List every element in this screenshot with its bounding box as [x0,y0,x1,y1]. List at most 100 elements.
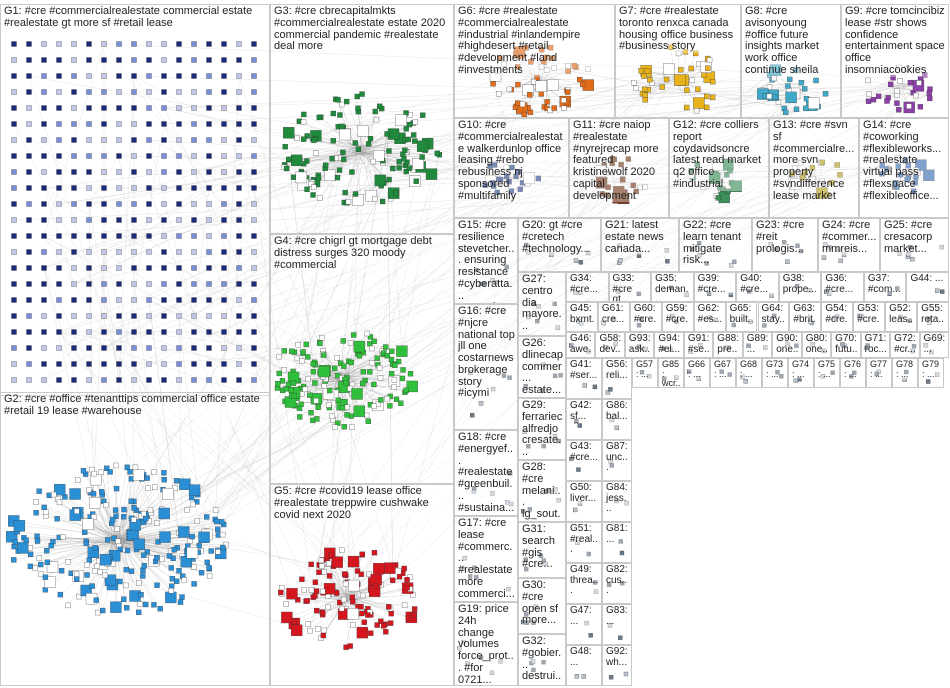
vertex-g2 [90,491,97,497]
group-box-g74[interactable]: G74: ... [788,358,814,388]
group-box-g54[interactable]: G54: #cre... [821,302,854,332]
vertex-g1 [191,41,197,47]
group-box-g8[interactable]: G8: #cre avisonyoung #office future insi… [741,4,841,118]
vertex-g1 [86,105,92,111]
group-box-g50[interactable]: G50: liver... [566,481,602,522]
group-box-g9[interactable]: G9: #cre tomcincibiz lease #str shows co… [841,4,949,118]
group-box-g20[interactable]: G20: gt #cre #cretech #technology... [518,218,601,272]
group-box-g90[interactable]: G90: one... [772,332,802,358]
group-box-g63[interactable]: G63: #brit... [789,302,822,332]
group-box-g6[interactable]: G6: #cre #realestate #commercialrealesta… [454,4,615,118]
group-box-g57[interactable]: G57: ... [632,358,658,388]
vertex-g1 [101,233,107,239]
group-box-g70[interactable]: G70: futu... [831,332,861,358]
group-box-g4[interactable]: G4: #cre chigrl gt mortgage debt distres… [270,234,454,484]
group-box-g87[interactable]: G87: unc... [602,440,632,481]
group-box-g77[interactable]: G77: ... [866,358,892,388]
group-box-g37[interactable]: G37: #com... [863,272,907,302]
group-box-g91[interactable]: G91: #se... [683,332,714,358]
group-box-g15[interactable]: G15: #cre resilience stevetcher... ensur… [454,218,518,304]
group-box-g14[interactable]: G14: #cre #coworking #flexibleworks... #… [859,118,949,218]
group-box-g23[interactable]: G23: #cre #reit prologis... [752,218,818,272]
group-box-g16[interactable]: G16: #cre #njcre national top jll one co… [454,304,518,430]
group-box-g12[interactable]: G12: #cre colliers report coydavidsoncre… [669,118,769,218]
group-box-g7[interactable]: G7: #cre #realestate toronto renxca cana… [615,4,741,118]
group-box-g10[interactable]: G10: #cre #commercialrealestate walkerdu… [454,118,569,218]
group-box-g72[interactable]: G72: #cr... [890,332,920,358]
group-box-g41[interactable]: G41: #ser... [566,358,602,399]
group-box-g68[interactable]: G68: ... [736,358,762,388]
group-box-g25[interactable]: G25: #cre cresacorp market... [880,218,949,272]
group-box-g42[interactable]: G42: sf... [566,399,602,440]
group-box-g75[interactable]: G75: ... [814,358,840,388]
group-box-g58[interactable]: G58: dev... [595,332,625,358]
group-box-g62[interactable]: G62: #es... [693,302,726,332]
group-box-g92[interactable]: G92: wh... [602,645,632,686]
group-box-g21[interactable]: G21: latest estate news canada... [601,218,679,272]
group-box-g86[interactable]: G86: bal... [602,399,632,440]
group-box-g46[interactable]: G46: awe... [566,332,596,358]
group-box-g26[interactable]: G26: dlinecap commer... estate... [518,336,566,398]
group-box-g89[interactable]: G89: ... [742,332,773,358]
group-box-g80[interactable]: G80: one... [801,332,832,358]
group-box-g48[interactable]: G48: ... [566,645,602,686]
group-box-g67[interactable]: G67: ... [710,358,736,388]
group-box-g39[interactable]: G39: #cre... [693,272,737,302]
group-box-g31[interactable]: G31: search #gis #cre... [518,522,566,578]
group-box-g40[interactable]: G40: #cre... [736,272,779,302]
group-box-g44[interactable]: G44: ... [906,272,949,302]
group-box-g53[interactable]: G53: #cre... [853,302,886,332]
group-box-g69[interactable]: G69: ... [919,332,949,358]
group-box-g36[interactable]: G36: #cre... [821,272,864,302]
group-box-g81[interactable]: G81: ... [602,522,632,563]
group-box-g59[interactable]: G59: #cre... [661,302,694,332]
group-box-g88[interactable]: G88: pre... [713,332,743,358]
group-box-g66[interactable]: G66: ... [684,358,710,388]
group-box-g28[interactable]: G28: #cre melani... lg_sout... [518,460,566,522]
group-box-g73[interactable]: G73: ... [762,358,788,388]
edge-line [356,588,411,601]
group-box-g33[interactable]: G33: #cre gt... [608,272,652,302]
group-box-g3[interactable]: G3: #cre cbrecapitalmkts #commercialreal… [270,4,454,234]
group-box-g13[interactable]: G13: #cre #svn sf #commercialre... more … [769,118,859,218]
group-box-g94[interactable]: G94: #el... [654,332,684,358]
group-box-g27[interactable]: G27: centro dia mayore... [518,272,566,336]
group-box-g83[interactable]: G83: ... [602,604,632,645]
group-box-g65[interactable]: G65: built... [725,302,758,332]
group-box-g93[interactable]: G93: ask... [624,332,655,358]
group-box-g30[interactable]: G30: #cre open sf more... [518,578,566,634]
group-box-g84[interactable]: G84: jess... [602,481,632,522]
group-box-g45[interactable]: G45: bxmt... [566,302,598,332]
group-box-g76[interactable]: G76: ... [840,358,866,388]
group-box-g47[interactable]: G47: ... [566,604,602,645]
group-box-g85[interactable]: G85: wcr... [658,358,684,388]
group-box-g2[interactable]: G2: #cre #office #tenanttips commercial … [0,392,270,686]
group-box-g71[interactable]: G71: roc... [860,332,891,358]
group-box-g78[interactable]: G78: ... [892,358,918,388]
group-box-g51[interactable]: G51: #real... [566,522,602,563]
group-box-g35[interactable]: G35: deman... [651,272,694,302]
group-box-g52[interactable]: G52: leas... [885,302,918,332]
group-box-g60[interactable]: G60: #cre... [629,302,662,332]
group-box-g38[interactable]: G38: prope... [778,272,822,302]
edge-line [359,148,397,194]
group-box-g49[interactable]: G49: threa... [566,563,602,604]
group-box-g43[interactable]: G43: #cre... [566,440,602,481]
group-box-g56[interactable]: G56: reli... [602,358,632,399]
group-box-g17[interactable]: G17: #cre lease #commerc... #realestate … [454,516,518,602]
group-box-g18[interactable]: G18: #cre #energyef... #realestate #gree… [454,430,518,516]
group-box-g29[interactable]: G29: ferrariec alfredjo cresate... [518,398,566,460]
group-box-g22[interactable]: G22: #cre learn tenant mitigate risk... [679,218,752,272]
group-box-g64[interactable]: G64: stay... [757,302,790,332]
group-box-g34[interactable]: G34: #cre... [566,272,609,302]
group-box-g55[interactable]: G55: reta... [917,302,949,332]
group-box-g5[interactable]: G5: #cre #covid19 lease office #realesta… [270,484,454,686]
group-box-g61[interactable]: G61: cre... [597,302,630,332]
group-box-g1[interactable]: G1: #cre #commercialrealestate commercia… [0,4,270,396]
group-box-g79[interactable]: G79: ... [918,358,944,388]
group-box-g11[interactable]: G11: #cre naiop #realestate #nyrejrecap … [569,118,669,218]
group-box-g19[interactable]: G19: price 24h change volumes force_prot… [454,602,518,686]
group-box-g82[interactable]: G82: cus... [602,563,632,604]
group-box-g24[interactable]: G24: #cre #commer... mmreis... [818,218,880,272]
group-box-g32[interactable]: G32: #gobier... destrui... [518,634,566,686]
